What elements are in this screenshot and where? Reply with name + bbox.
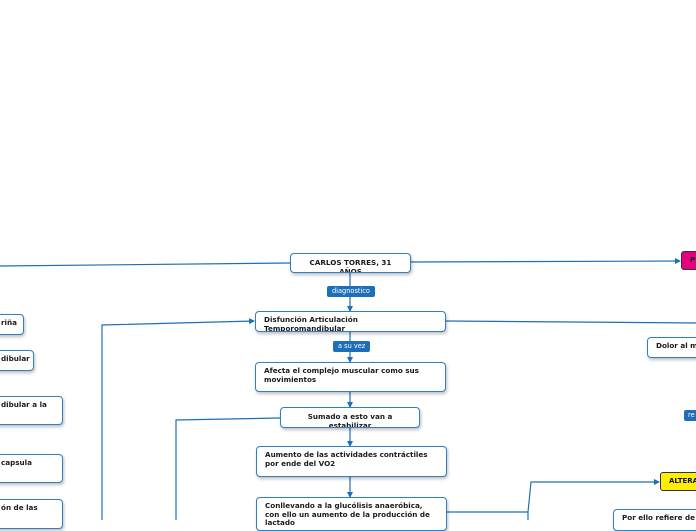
aumento-label: Aumento de las actividades contráctiles …: [265, 450, 428, 468]
root-node[interactable]: CARLOS TORRES, 31 AÑOS: [290, 253, 411, 273]
left-node-2[interactable]: dibular: [0, 350, 34, 371]
connector-lines: [0, 258, 696, 520]
aumento-node[interactable]: Aumento de las actividades contráctiles …: [256, 446, 447, 477]
afecta-node[interactable]: Afecta el complejo muscular como sus mov…: [255, 362, 446, 392]
right-link-label: re: [684, 410, 696, 421]
afecta-label: Afecta el complejo muscular como sus mov…: [264, 366, 419, 384]
right-bottom-node[interactable]: Por ello refiere de: [613, 509, 696, 531]
left-node-5-label: ón de las: [1, 503, 38, 512]
right-bottom-label: Por ello refiere de: [622, 513, 696, 522]
a-su-vez-link-label: a su vez: [333, 341, 371, 352]
left-node-1-label: riña: [1, 318, 17, 327]
disfuncion-node[interactable]: Disfunción Articulación Temporomandibula…: [255, 311, 446, 332]
root-right-line: [410, 258, 681, 265]
left-node-4[interactable]: capsula: [0, 454, 63, 483]
left-node-2-label: dibular: [1, 354, 30, 363]
sumado-left-line: [175, 417, 281, 520]
pink-topic-label: P: [690, 256, 696, 264]
conllevando-node[interactable]: Conllevando a la glucólisis anaeróbica, …: [256, 497, 447, 531]
left-bracket-line: [101, 318, 255, 520]
alteraciones-chip[interactable]: ALTERA: [660, 472, 696, 491]
dolor-label: Dolor al mo: [656, 341, 696, 350]
pink-topic-chip[interactable]: P: [681, 251, 696, 270]
sumado-node[interactable]: Sumado a esto van a estabilizar: [280, 407, 420, 428]
root-label: CARLOS TORRES, 31 AÑOS: [309, 258, 392, 273]
left-node-3-label: dibular a la: [1, 400, 47, 409]
disfuncion-label: Disfunción Articulación Temporomandibula…: [264, 315, 358, 332]
conllevando-right-line: [447, 479, 660, 513]
left-node-5[interactable]: ón de las: [0, 499, 63, 529]
left-node-3[interactable]: dibular a la: [0, 396, 63, 425]
disfuncion-right-line: [445, 320, 696, 324]
left-node-4-label: capsula: [1, 458, 32, 467]
root-left-line: [0, 262, 291, 267]
alteraciones-label: ALTERA: [669, 477, 696, 485]
conllevando-label: Conllevando a la glucólisis anaeróbica, …: [265, 501, 430, 527]
sumado-label: Sumado a esto van a estabilizar: [307, 412, 393, 428]
left-node-1[interactable]: riña: [0, 314, 24, 335]
diagnostico-link-label: diagnostico: [327, 286, 375, 297]
dolor-node[interactable]: Dolor al mo: [647, 337, 696, 358]
